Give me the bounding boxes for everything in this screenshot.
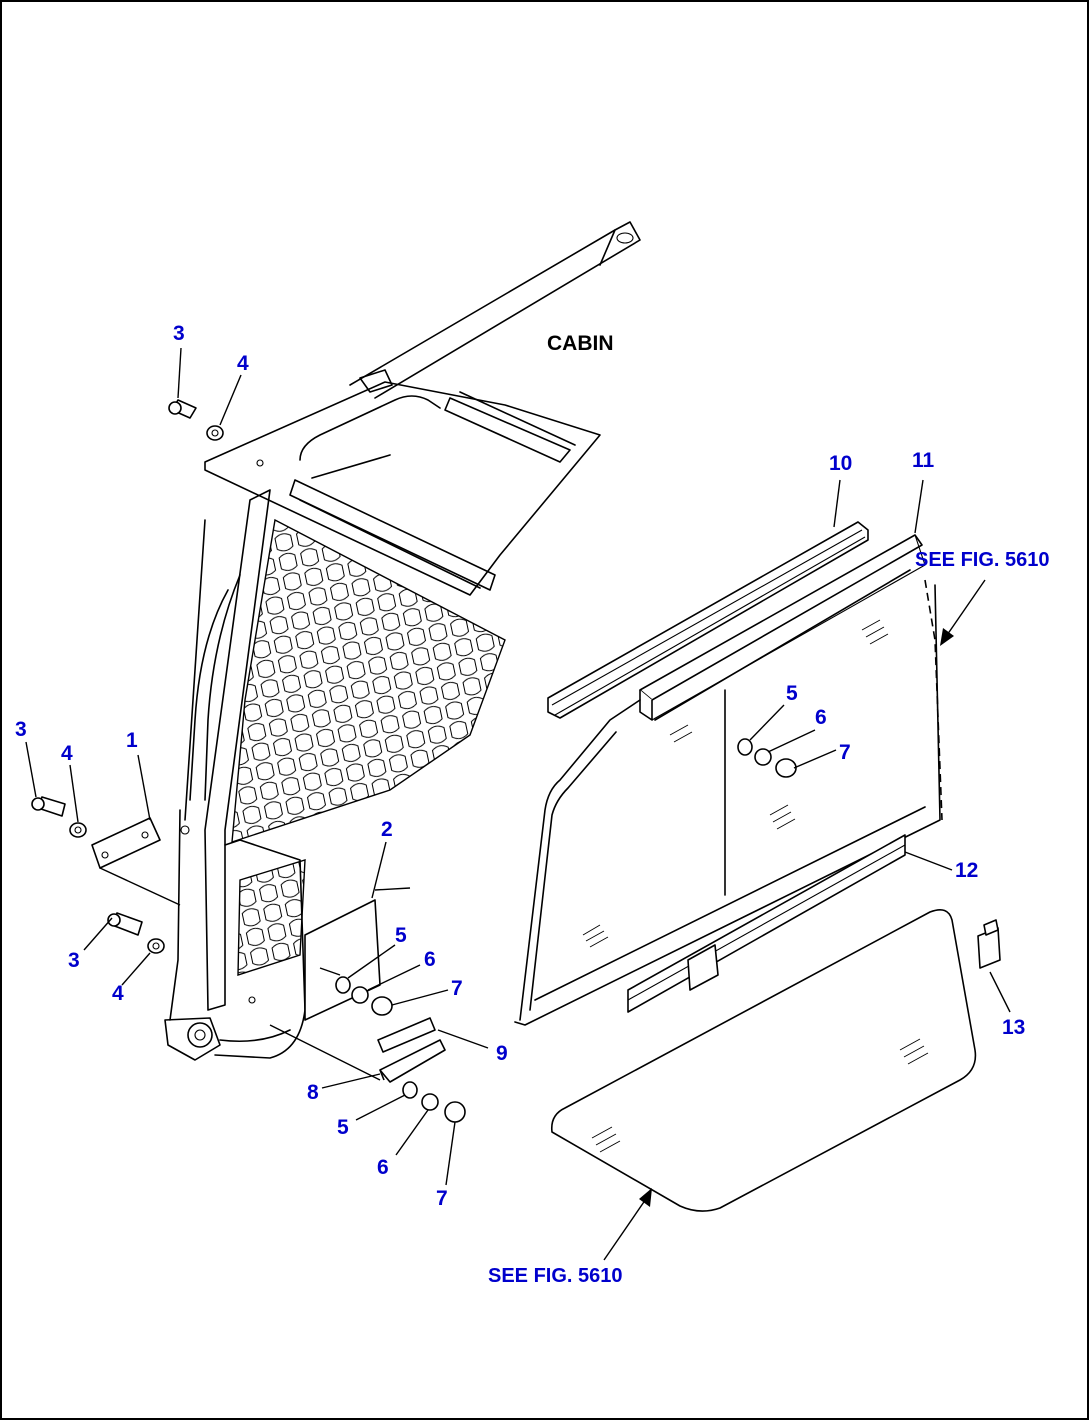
bolt-3-mid <box>31 796 66 817</box>
washer-4-top <box>206 425 224 441</box>
callout-6-window: 6 <box>815 706 827 729</box>
part-9-pad <box>377 1017 436 1053</box>
callout-4-mid: 4 <box>61 742 73 765</box>
lower-window-pane <box>550 909 977 1212</box>
callout-2: 2 <box>381 818 393 841</box>
callout-10: 10 <box>829 452 852 475</box>
callout-6-plate: 6 <box>424 948 436 971</box>
callout-8: 8 <box>307 1081 319 1104</box>
rail-10 <box>547 521 869 719</box>
callout-3-mid: 3 <box>15 718 27 741</box>
cabin-frame <box>164 221 641 1061</box>
reference-upper-right: SEE FIG. 5610 <box>915 549 1050 571</box>
callout-7-bottom: 7 <box>436 1187 448 1210</box>
callout-3-low: 3 <box>68 949 80 972</box>
callout-6-bottom: 6 <box>377 1156 389 1179</box>
leader-lines <box>25 347 1011 1186</box>
fastener-set-bottom <box>402 1081 466 1123</box>
fastener-set-window <box>737 738 797 778</box>
callout-12: 12 <box>955 859 978 882</box>
reference-arrow-bottom <box>603 1188 652 1261</box>
washer-4-mid <box>69 822 87 838</box>
callout-5-plate: 5 <box>395 924 407 947</box>
sliding-window <box>514 569 943 1026</box>
reference-arrow-upper <box>940 579 986 646</box>
callout-11: 11 <box>912 449 935 472</box>
part-8-bracket <box>379 1039 446 1083</box>
callout-1: 1 <box>126 729 138 752</box>
callout-9: 9 <box>496 1042 508 1065</box>
callout-7-window: 7 <box>839 741 851 764</box>
bolt-3-top <box>168 399 197 419</box>
callout-5-window: 5 <box>786 682 798 705</box>
callout-4-top: 4 <box>237 352 249 375</box>
washer-4-low <box>147 938 165 954</box>
callout-3-top: 3 <box>173 322 185 345</box>
callout-4-low: 4 <box>112 982 124 1005</box>
fastener-set-plate <box>335 976 393 1016</box>
bolt-3-low <box>107 912 143 936</box>
reference-bottom: SEE FIG. 5610 <box>488 1265 623 1287</box>
callout-7-plate: 7 <box>451 977 463 1000</box>
part-1-bracket <box>91 817 181 906</box>
part-13-latch <box>977 919 1001 969</box>
callout-13: 13 <box>1002 1016 1025 1039</box>
diagram-title: CABIN <box>547 332 614 355</box>
channel-11 <box>639 534 926 721</box>
callout-5-bottom: 5 <box>337 1116 349 1139</box>
rail-12 <box>627 834 906 1013</box>
